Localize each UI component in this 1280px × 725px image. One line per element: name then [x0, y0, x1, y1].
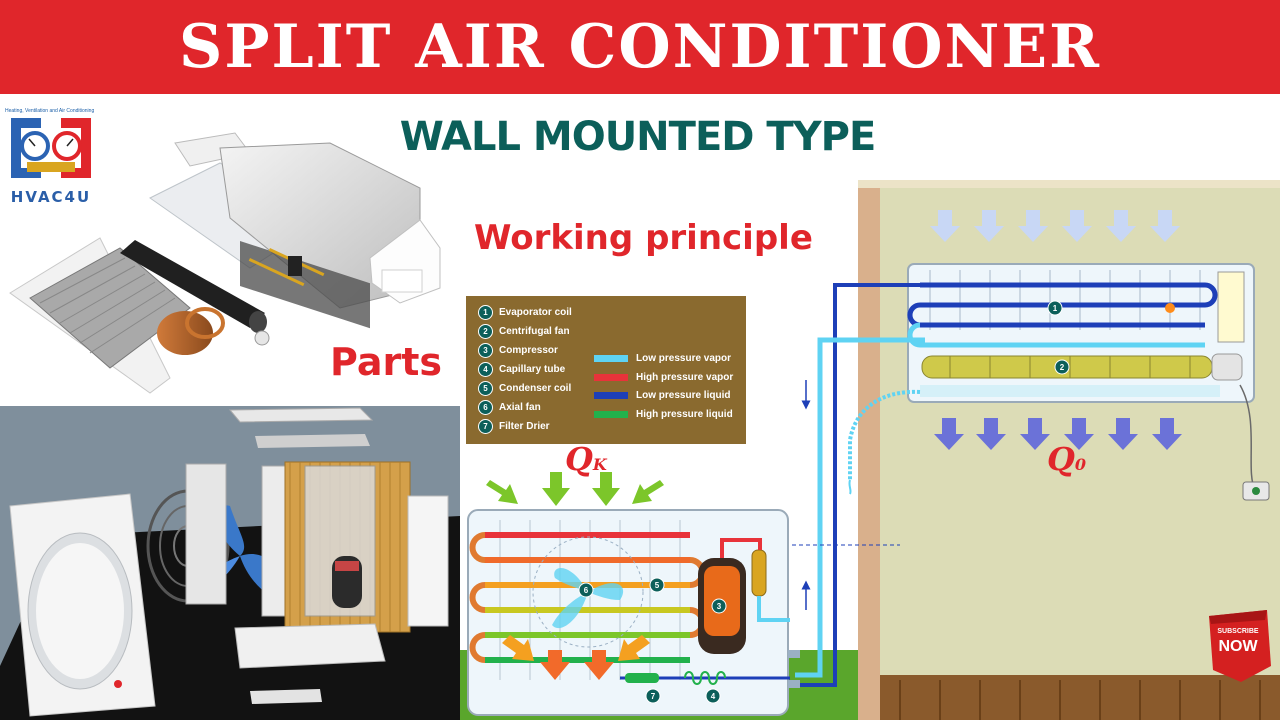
flow-swatch [594, 391, 628, 399]
legend-label: Axial fan [499, 401, 541, 413]
q0-main: Q [1047, 440, 1075, 478]
flow-legend-item: High pressure liquid [594, 407, 733, 421]
flow-label: Low pressure liquid [636, 389, 731, 401]
legend-label: Centrifugal fan [499, 325, 570, 337]
flow-swatch [594, 354, 628, 362]
page-title: SPLIT AIR CONDITIONER [179, 12, 1101, 82]
legend-label: Compressor [499, 344, 558, 356]
legend-label: Evaporator coil [499, 306, 572, 318]
flow-label: Low pressure vapor [636, 352, 732, 364]
legend-number: 4 [478, 361, 493, 377]
manifold-gauge-icon [11, 118, 91, 178]
marker-5: 5 [655, 581, 660, 590]
flow-label: High pressure liquid [636, 408, 733, 420]
q0-sub: 0 [1074, 455, 1087, 474]
legend-box: 1 Evaporator coil 2 Centrifugal fan 3 Compr… [466, 296, 746, 444]
subscribe-badge[interactable]: SUBSCRIBE NOW [1205, 610, 1271, 682]
heat-rejected-label: QK [565, 440, 607, 478]
flow-legend-item: Low pressure liquid [594, 388, 730, 402]
logo-name: HVAC4U [10, 188, 92, 206]
flow-swatch [594, 410, 628, 418]
subscribe-now-text: NOW [1218, 638, 1258, 655]
parts-label: Parts [330, 340, 442, 384]
legend-item: 6 Axial fan [478, 399, 541, 415]
marker-6: 6 [584, 586, 589, 595]
title-banner: SPLIT AIR CONDITIONER [0, 0, 1280, 94]
legend-item: 4 Capillary tube [478, 361, 565, 377]
working-principle-label: Working principle [474, 218, 813, 258]
legend-number: 3 [478, 342, 493, 358]
subscribe-ribbon-icon [1209, 610, 1271, 682]
flow-swatch [594, 373, 628, 381]
qk-sub: K [592, 455, 607, 474]
legend-item: 5 Condenser coil [478, 380, 571, 396]
marker-3: 3 [717, 602, 722, 611]
legend-item: 7 Filter Drier [478, 418, 550, 434]
legend-item: 3 Compressor [478, 342, 558, 358]
legend-label: Capillary tube [499, 363, 566, 375]
legend-number: 6 [478, 399, 493, 415]
marker-2: 2 [1060, 363, 1065, 372]
qk-main: Q [565, 440, 593, 478]
flow-label: High pressure vapor [636, 371, 734, 383]
marker-7: 7 [651, 692, 656, 701]
outdoor-unit-exploded-view [0, 406, 460, 720]
logo-tagline: Heating, Ventilation and Air Conditionin… [5, 108, 95, 114]
legend-number: 5 [478, 380, 493, 396]
legend-label: Condenser coil [499, 382, 572, 394]
marker-1: 1 [1053, 304, 1058, 313]
legend-item: 1 Evaporator coil [478, 304, 572, 320]
marker-4: 4 [711, 692, 716, 701]
subtitle: WALL MOUNTED TYPE [399, 114, 877, 160]
legend-number: 1 [478, 304, 493, 320]
heat-absorbed-label: Q0 [1047, 440, 1086, 478]
legend-item: 2 Centrifugal fan [478, 323, 570, 339]
flow-legend-item: High pressure vapor [594, 370, 733, 384]
legend-number: 7 [478, 418, 493, 434]
hvac4u-logo: Heating, Ventilation and Air Conditionin… [5, 108, 97, 208]
refrigeration-cycle-diagram: 1 2 [460, 180, 1280, 720]
legend-number: 2 [478, 323, 493, 339]
flow-legend-item: Low pressure vapor [594, 351, 731, 365]
subscribe-text: SUBSCRIBE [1217, 628, 1259, 635]
indoor-unit-exploded-view [0, 108, 460, 406]
legend-label: Filter Drier [499, 420, 550, 432]
